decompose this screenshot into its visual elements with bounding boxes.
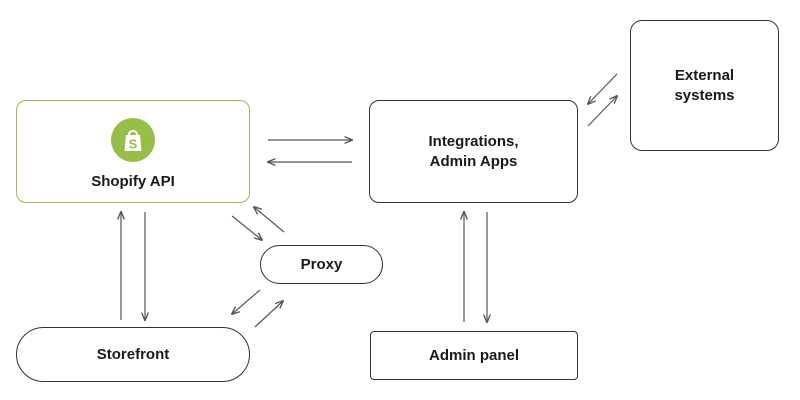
edge-external-to-integrations (588, 73, 618, 104)
edge-shopify-to-proxy (231, 215, 262, 240)
storefront-node: Storefront (16, 327, 250, 382)
shopify-api-node: S Shopify API (16, 100, 250, 203)
integrations-admin-apps-node: Integrations, Admin Apps (369, 100, 578, 203)
integrations-label-line1: Integrations, (428, 132, 519, 150)
integrations-label-line2: Admin Apps (429, 152, 518, 170)
external-label-line2: systems (674, 86, 735, 104)
proxy-node: Proxy (260, 245, 383, 284)
edge-integrations-to-external (587, 96, 617, 127)
edge-storefront-to-proxy (254, 301, 283, 328)
edge-proxy-to-storefront (232, 289, 261, 314)
storefront-label: Storefront (96, 345, 170, 363)
edge-proxy-to-shopify (254, 207, 285, 233)
shopify-bag-icon: S (111, 117, 155, 162)
shopify-api-label: Shopify API (91, 172, 175, 190)
external-systems-node: External systems (630, 20, 779, 151)
external-label-line1: External (674, 66, 735, 84)
admin-panel-label: Admin panel (428, 346, 519, 364)
proxy-label: Proxy (300, 255, 343, 273)
admin-panel-node: Admin panel (370, 331, 578, 380)
svg-text:S: S (129, 136, 138, 151)
